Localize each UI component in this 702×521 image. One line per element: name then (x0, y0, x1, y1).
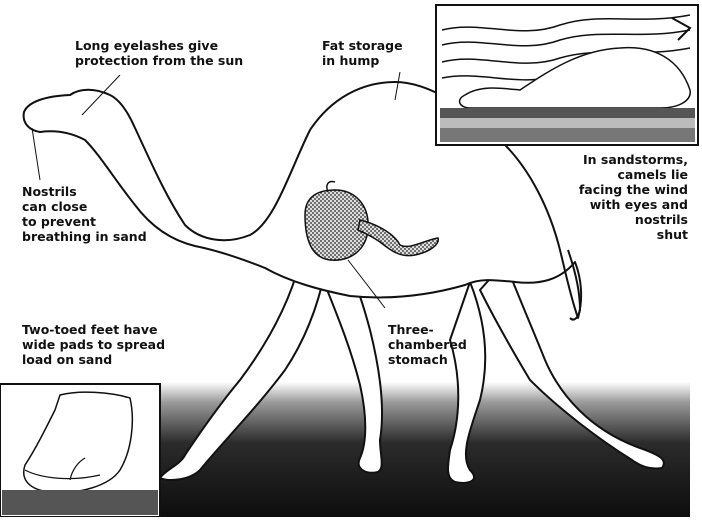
label-sandstorms: In sandstorms, camels lie facing the win… (570, 152, 688, 242)
label-eyelashes: Long eyelashes give protection from the … (75, 38, 243, 68)
foot-inset (0, 384, 160, 517)
sandstorm-inset (436, 5, 698, 145)
label-fat-storage: Fat storage in hump (322, 38, 403, 68)
label-two-toed-feet: Two-toed feet have wide pads to spread l… (22, 322, 165, 367)
label-nostrils: Nostrils can close to prevent breathing … (22, 184, 147, 244)
label-stomach: Three- chambered stomach (388, 322, 467, 367)
